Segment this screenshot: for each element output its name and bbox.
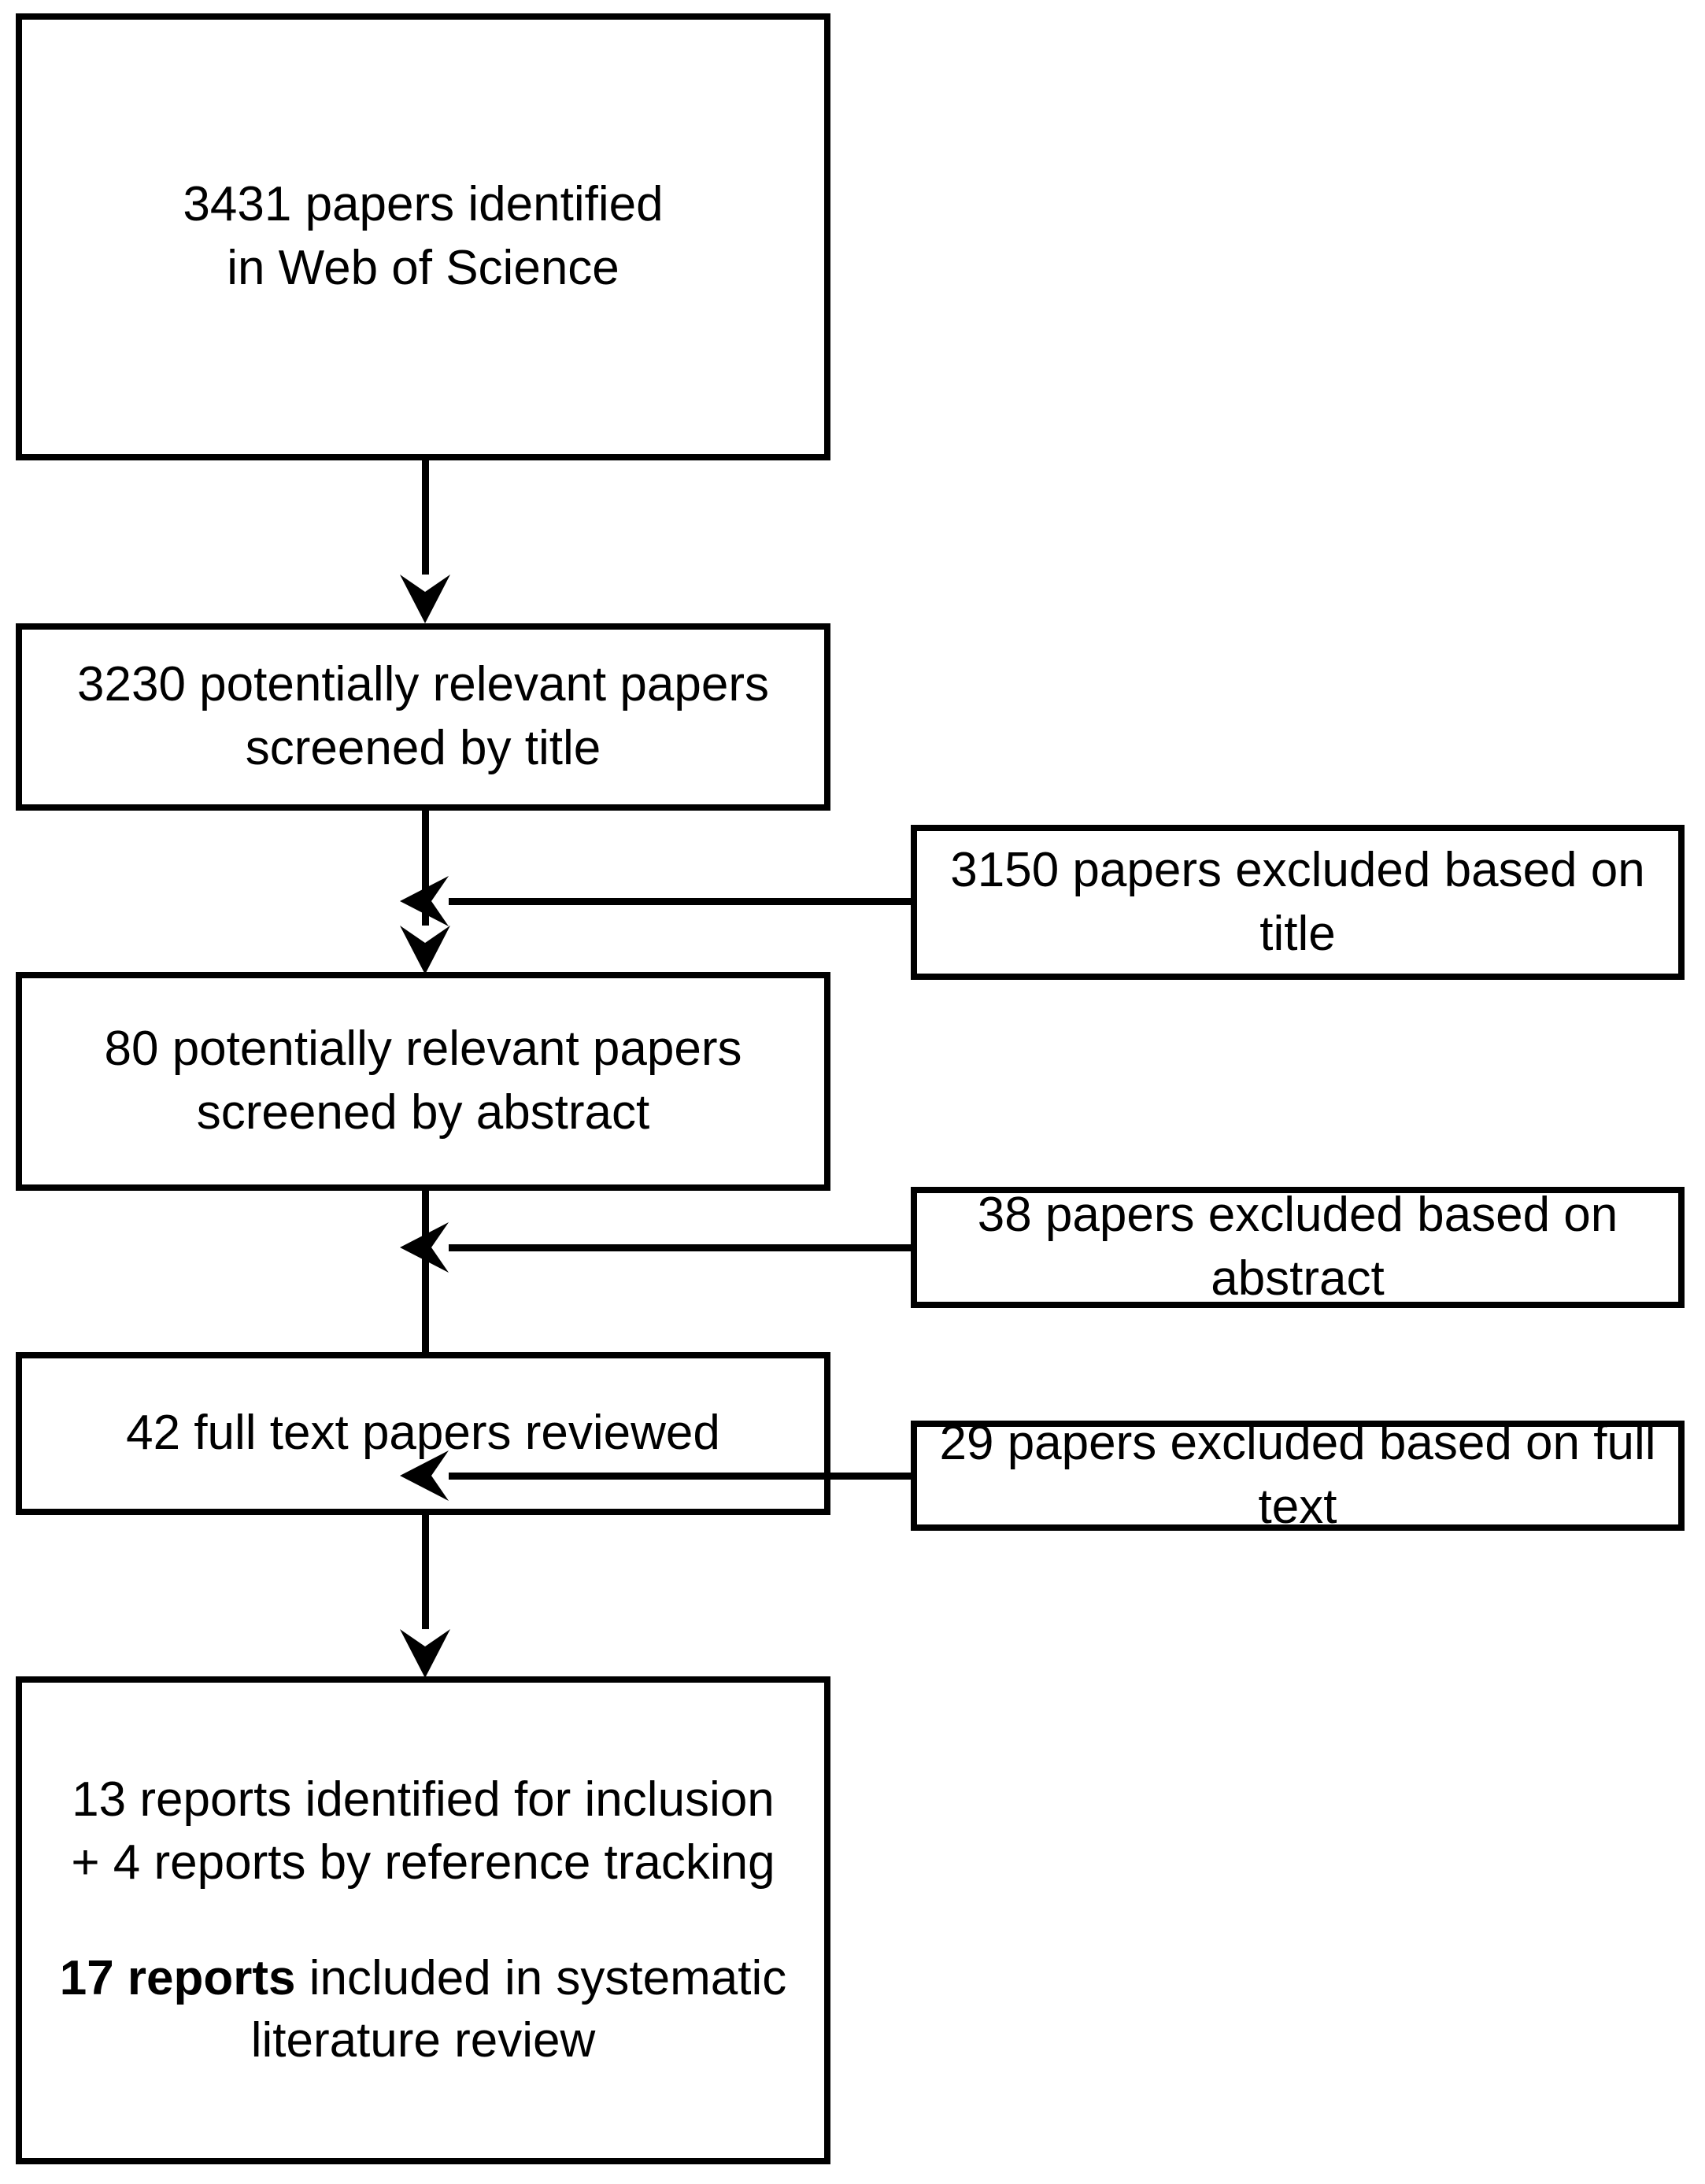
arrow-notch-left-2	[431, 1222, 449, 1273]
box-excluded-by-title-line1: 3150 papers excluded based on	[950, 842, 1645, 897]
box-excluded-by-full-text-line1: 29 papers excluded based on full	[939, 1416, 1656, 1471]
box-full-text-reviewed-line1: 42 full text papers reviewed	[126, 1406, 720, 1461]
paragraph-spacer	[60, 1894, 787, 1947]
arrow-notch-1	[400, 575, 450, 592]
connector-line-1	[422, 460, 429, 578]
box-screened-by-title: 3230 potentially relevant papers screened…	[16, 623, 830, 811]
reports-reference-tracking-line: + 4 reports by reference tracking	[71, 1835, 775, 1890]
box-screened-by-title-line1: 3230 potentially relevant papers	[77, 657, 769, 712]
exclusion-connector-line-1	[441, 898, 913, 905]
reports-identified-line: 13 reports identified for inclusion	[72, 1772, 775, 1827]
box-screened-by-title-line2: screened by title	[245, 721, 601, 775]
box-excluded-by-abstract: 38 papers excluded based on abstract	[911, 1187, 1685, 1308]
arrow-notch-2	[400, 926, 450, 943]
box-excluded-by-abstract-line1: 38 papers excluded based on	[977, 1188, 1618, 1243]
total-reports-line2: literature review	[250, 2013, 596, 2068]
box-screened-by-abstract-line2: screened by abstract	[196, 1085, 650, 1140]
box-excluded-by-title-text: 3150 papers excluded based on title	[930, 839, 1665, 966]
box-excluded-by-full-text: 29 papers excluded based on full text	[911, 1416, 1685, 1534]
box-reports-included-text: 13 reports identified for inclusion + 4 r…	[39, 1768, 808, 2071]
box-screened-by-title-text: 3230 potentially relevant papers screened…	[57, 653, 790, 780]
box-full-text-reviewed: 42 full text papers reviewed	[16, 1352, 830, 1515]
exclusion-connector-line-2	[441, 1244, 913, 1251]
arrow-notch-left-1	[431, 876, 449, 926]
box-excluded-by-title: 3150 papers excluded based on title	[911, 825, 1685, 980]
exclusion-connector-line-3	[441, 1473, 913, 1480]
box-papers-identified: 3431 papers identified in Web of Science	[16, 13, 830, 460]
box-screened-by-abstract: 80 potentially relevant papers screened b…	[16, 972, 830, 1191]
box-excluded-by-full-text-line2: text	[1258, 1480, 1337, 1534]
connector-line-2	[422, 811, 429, 930]
connector-line-4	[422, 1515, 429, 1634]
total-reports-rest: included in systematic	[295, 1951, 787, 2005]
box-screened-by-abstract-text: 80 potentially relevant papers screened b…	[84, 1018, 763, 1144]
box-excluded-by-abstract-text: 38 papers excluded based on abstract	[957, 1184, 1639, 1310]
box-excluded-by-title-line2: title	[1259, 906, 1336, 961]
box-full-text-reviewed-text: 42 full text papers reviewed	[105, 1402, 741, 1465]
box-screened-by-abstract-line1: 80 potentially relevant papers	[104, 1022, 742, 1077]
total-reports-bold: 17 reports	[59, 1951, 296, 2005]
arrow-notch-left-3	[431, 1450, 449, 1501]
box-reports-included: 13 reports identified for inclusion + 4 r…	[16, 1676, 830, 2164]
box-papers-identified-text: 3431 papers identified in Web of Science	[162, 173, 683, 300]
box-excluded-by-full-text-text: 29 papers excluded based on full text	[919, 1412, 1677, 1539]
arrow-notch-4	[400, 1629, 450, 1646]
box-excluded-by-abstract-line2: abstract	[1211, 1251, 1385, 1306]
box-papers-identified-line2: in Web of Science	[227, 241, 619, 295]
box-papers-identified-line1: 3431 papers identified	[183, 177, 664, 232]
